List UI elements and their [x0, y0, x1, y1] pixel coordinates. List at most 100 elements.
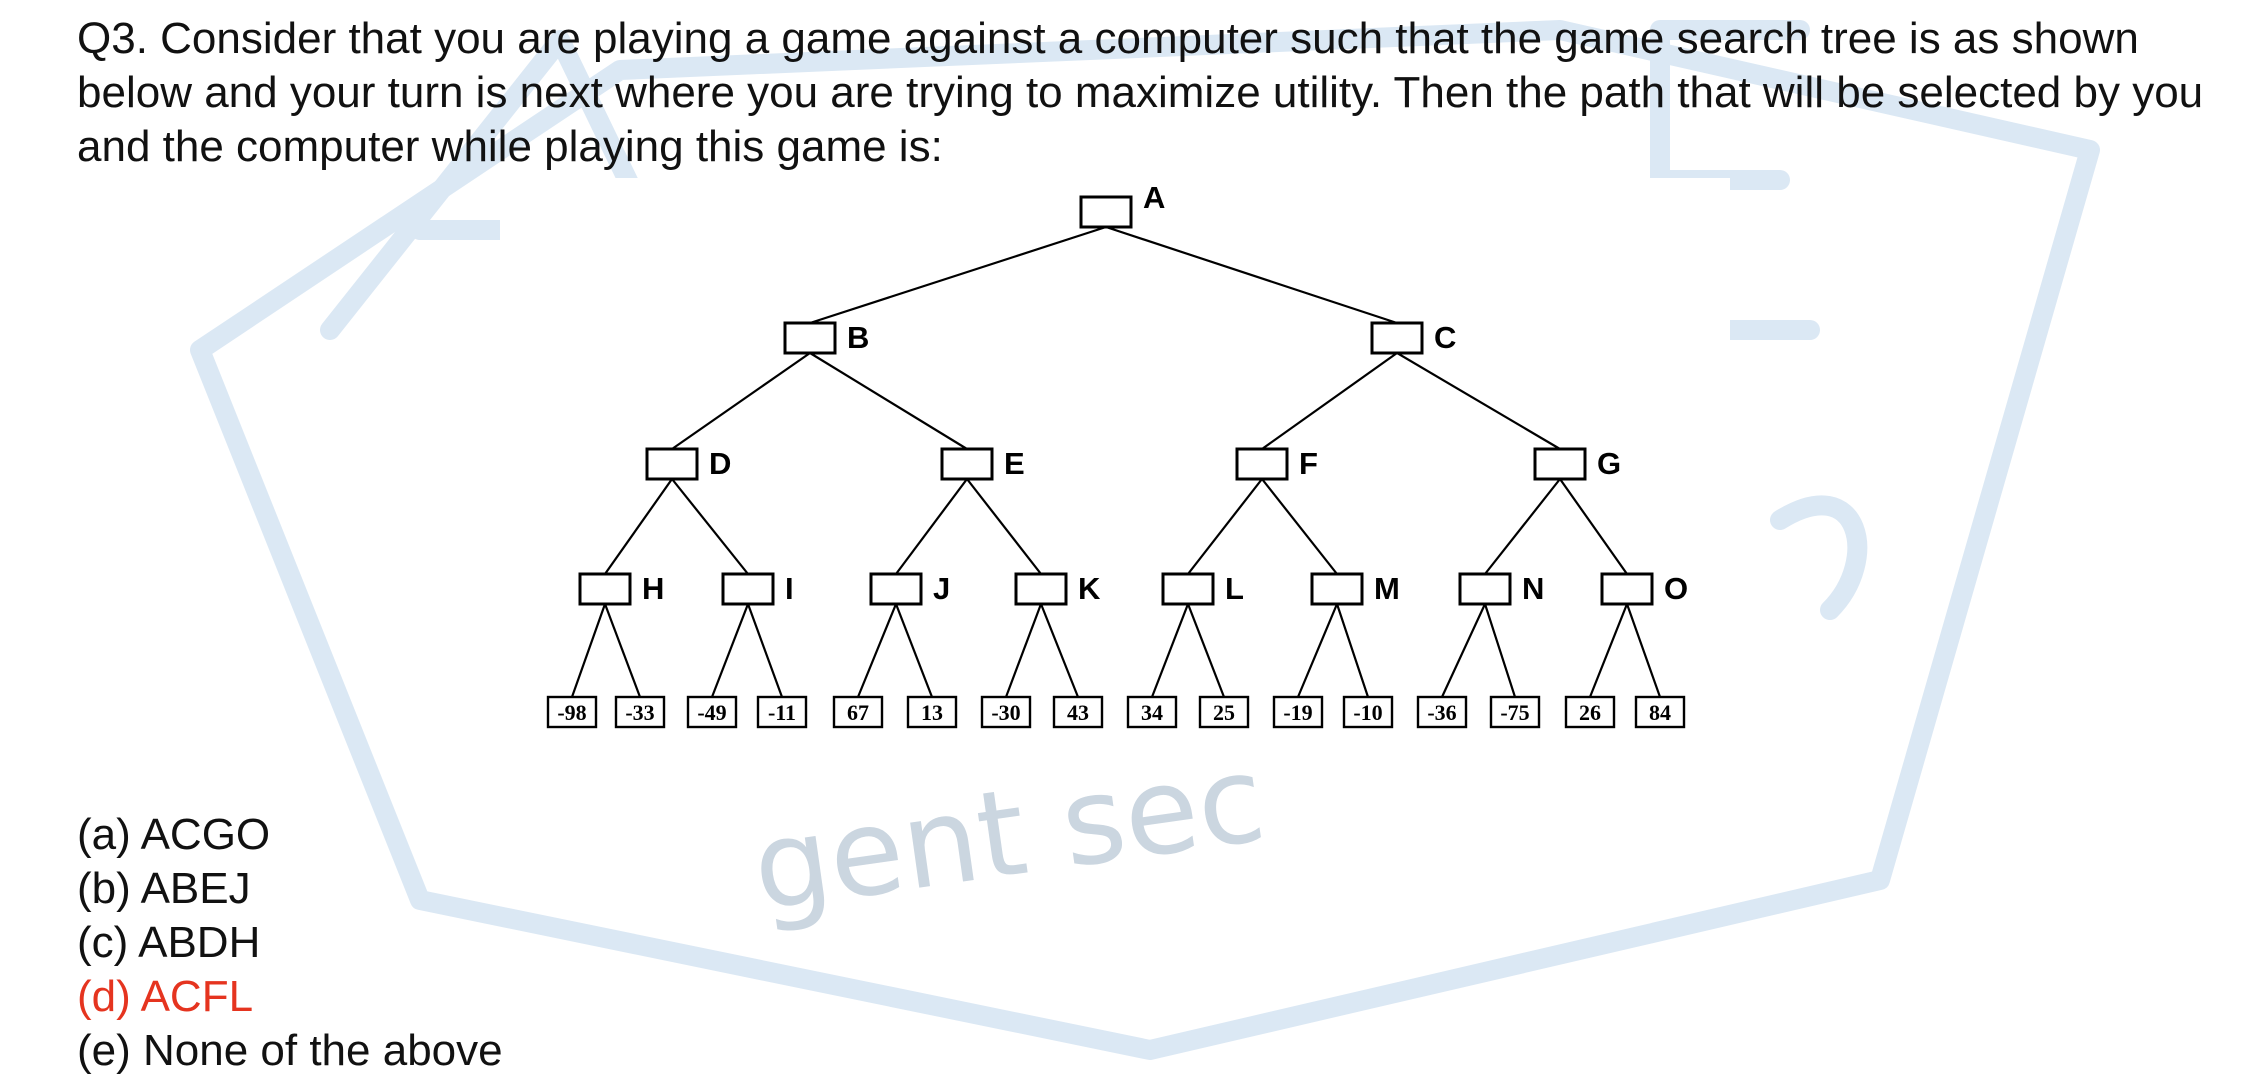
leaf-value: 25: [1198, 695, 1250, 729]
tree-node-F: F: [1235, 446, 1318, 481]
node-box: [1600, 572, 1654, 606]
tree-node-E: E: [940, 446, 1025, 481]
tree-edge: [1296, 603, 1339, 698]
tree-node-B: B: [783, 320, 869, 355]
tree-edge: [746, 603, 784, 698]
tree-node-L: L: [1161, 571, 1244, 606]
leaf-box: [1052, 695, 1104, 729]
tree-node-G: G: [1533, 446, 1621, 481]
tree-edge: [1483, 603, 1517, 698]
tree-edge: [570, 603, 607, 698]
leaf-label: 34: [1141, 700, 1163, 725]
node-box: [869, 572, 923, 606]
leaf-value: 26: [1564, 695, 1616, 729]
tree-node-D: D: [645, 446, 731, 481]
tree-node-M: M: [1310, 571, 1400, 606]
node-label: D: [709, 446, 731, 481]
leaf-value: 84: [1634, 695, 1686, 729]
node-box: [1079, 195, 1133, 229]
leaf-value: -33: [614, 695, 666, 729]
node-box: [645, 447, 699, 481]
tree-node-K: K: [1014, 571, 1101, 606]
leaf-value: -49: [686, 695, 738, 729]
leaf-box: [686, 695, 738, 729]
leaf-value: -11: [756, 695, 808, 729]
leaf-label: 67: [847, 700, 869, 725]
leaf-box: [614, 695, 666, 729]
tree-edge: [604, 478, 673, 575]
option-e[interactable]: (e) None of the above: [77, 1026, 503, 1075]
tree-edge: [895, 478, 968, 575]
tree-edge: [966, 478, 1042, 575]
node-label: O: [1664, 571, 1688, 606]
leaf-label: 13: [921, 700, 943, 725]
leaf-value: -36: [1416, 695, 1468, 729]
leaf-value: -75: [1489, 695, 1541, 729]
tree-node-J: J: [869, 571, 950, 606]
leaf-label: -36: [1427, 700, 1456, 725]
leaf-label: 43: [1067, 700, 1089, 725]
tree-edge: [1588, 603, 1629, 698]
node-label: M: [1374, 571, 1400, 606]
tree-edge: [894, 603, 934, 698]
node-label: A: [1143, 180, 1165, 215]
leaf-label: -98: [557, 700, 586, 725]
node-box: [1533, 447, 1587, 481]
tree-edge: [1396, 352, 1561, 450]
node-label: C: [1434, 320, 1456, 355]
leaf-value: 43: [1052, 695, 1104, 729]
tree-edge: [603, 603, 642, 698]
node-label: F: [1299, 446, 1318, 481]
node-label: J: [933, 571, 950, 606]
leaf-label: -33: [625, 700, 654, 725]
leaf-label: -11: [768, 700, 796, 725]
node-label: H: [642, 571, 664, 606]
tree-edge: [1484, 478, 1561, 575]
tree-edge: [710, 603, 750, 698]
option-a[interactable]: (a) ACGO: [77, 810, 271, 859]
node-box: [1161, 572, 1215, 606]
tree-edge: [1150, 603, 1190, 698]
option-c[interactable]: (c) ABDH: [77, 918, 261, 967]
tree-node-I: I: [721, 571, 794, 606]
node-label: L: [1225, 571, 1244, 606]
tree-edge: [856, 603, 898, 698]
node-box: [940, 447, 994, 481]
tree-node-O: O: [1600, 571, 1688, 606]
leaf-label: -19: [1283, 700, 1312, 725]
leaf-box: [1198, 695, 1250, 729]
leaf-label: 26: [1579, 700, 1601, 725]
leaf-box: [1416, 695, 1468, 729]
node-label: N: [1522, 571, 1544, 606]
leaf-box: [1634, 695, 1686, 729]
node-label: B: [847, 320, 869, 355]
tree-edge: [1335, 603, 1370, 698]
tree-edge: [1187, 478, 1263, 575]
leaf-value: -98: [546, 695, 598, 729]
option-b[interactable]: (b) ABEJ: [77, 864, 251, 913]
question-text: Q3. Consider that you are playing a game…: [77, 14, 2204, 171]
leaf-label: -75: [1500, 700, 1529, 725]
option-d[interactable]: (d) ACFL: [77, 972, 254, 1021]
leaf-box: [1489, 695, 1541, 729]
leaf-box: [906, 695, 958, 729]
node-box: [578, 572, 632, 606]
leaf-value: 34: [1126, 695, 1178, 729]
tree-edge: [1186, 603, 1226, 698]
answer-options: (a) ACGO (b) ABEJ (c) ABDH (d) ACFL (e) …: [77, 808, 503, 1078]
leaf-box: [546, 695, 598, 729]
tree-edge: [1004, 603, 1043, 698]
tree-edge: [671, 478, 749, 575]
tree-edge: [1625, 603, 1662, 698]
leaf-box: [1126, 695, 1178, 729]
tree-edge: [809, 352, 968, 450]
node-box: [1235, 447, 1289, 481]
leaf-box: [1564, 695, 1616, 729]
leaf-box: [756, 695, 808, 729]
tree-node-N: N: [1458, 571, 1544, 606]
tree-edges: [570, 225, 1662, 698]
leaf-box: [1272, 695, 1324, 729]
